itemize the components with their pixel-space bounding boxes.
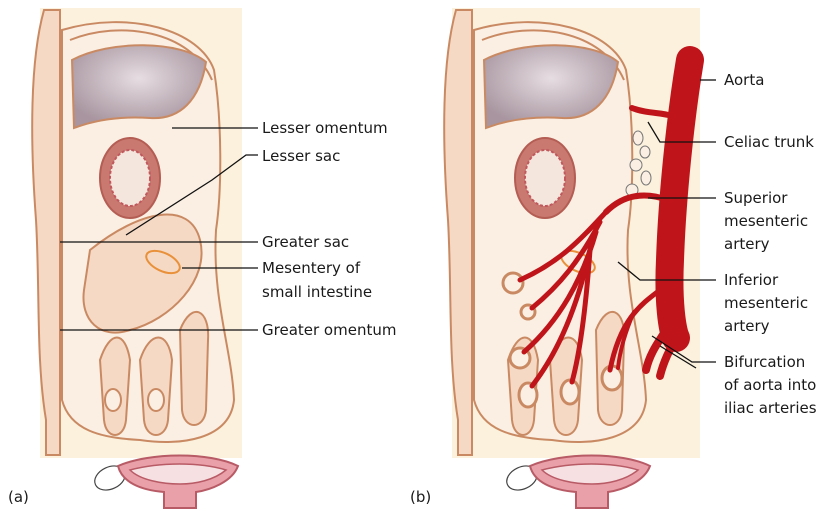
label-greater-sac: Greater sac bbox=[262, 233, 349, 251]
panel-b-tag: (b) bbox=[410, 488, 431, 506]
label-ima-line3: artery bbox=[724, 317, 770, 335]
label-aorta: Aorta bbox=[724, 71, 764, 89]
panel-a-stomach bbox=[100, 138, 160, 218]
label-greater-omentum: Greater omentum bbox=[262, 321, 396, 339]
panel-b-stomach bbox=[515, 138, 575, 218]
label-bifurcation-line3: iliac arteries bbox=[724, 399, 817, 417]
label-ima-line2: mesenteric bbox=[724, 294, 808, 312]
label-sma-line2: mesenteric bbox=[724, 212, 808, 230]
label-bifurcation-line1: Bifurcation bbox=[724, 353, 805, 371]
label-ima-line1: Inferior bbox=[724, 271, 779, 289]
label-celiac-trunk: Celiac trunk bbox=[724, 133, 814, 151]
label-lesser-sac: Lesser sac bbox=[262, 147, 340, 165]
panel-a-tag: (a) bbox=[8, 488, 29, 506]
label-sma-line1: Superior bbox=[724, 189, 788, 207]
panel-a: Lesser omentum Lesser sac Greater sac Me… bbox=[8, 8, 396, 508]
label-mesentery-line2: small intestine bbox=[262, 283, 372, 301]
panel-a-body-wall bbox=[32, 10, 60, 455]
panel-a-pelvis bbox=[91, 456, 238, 509]
label-mesentery-line1: Mesentery of bbox=[262, 259, 361, 277]
label-lesser-omentum: Lesser omentum bbox=[262, 119, 388, 137]
panel-b-pelvis bbox=[503, 456, 650, 509]
label-sma-line3: artery bbox=[724, 235, 770, 253]
panel-b: Aorta Celiac trunk Superior mesenteric a… bbox=[410, 8, 817, 508]
panel-b-body-wall bbox=[444, 10, 472, 455]
label-bifurcation-line2: of aorta into bbox=[724, 376, 816, 394]
